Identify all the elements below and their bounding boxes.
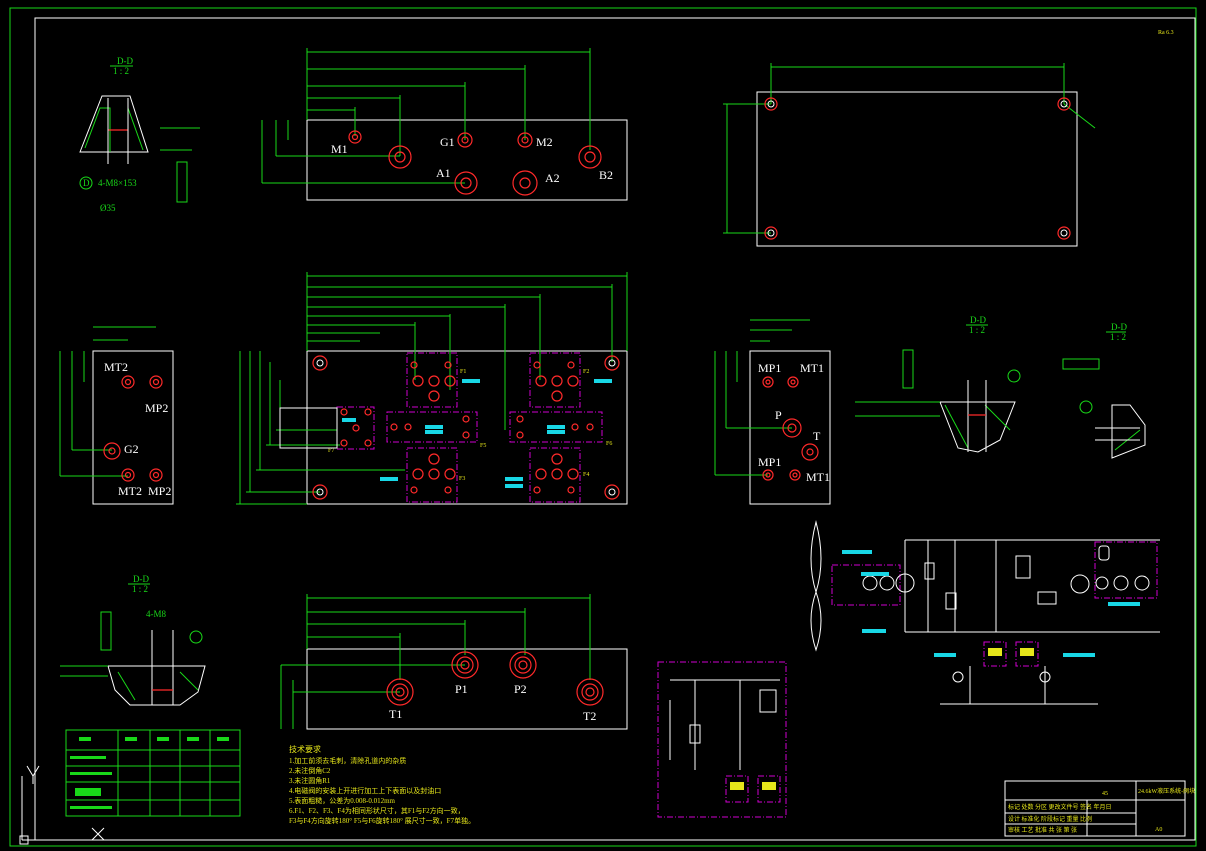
port-mt1-a: MT1 <box>800 361 824 375</box>
ucs-icon <box>19 765 105 845</box>
port-g1: G1 <box>440 135 455 149</box>
port-p2: P2 <box>514 682 527 696</box>
valve-f6: F6 <box>606 441 612 447</box>
section-title-2: D-D <box>970 315 986 325</box>
view-bottom-plate: T1 P1 P2 T2 <box>280 594 628 730</box>
port-p1: P1 <box>455 682 468 696</box>
title-row1: 标记 处数 分区 更改文件号 签名 年月日 <box>1008 803 1112 811</box>
port-mp2-a: MP2 <box>145 401 168 415</box>
schematic-left <box>657 661 787 818</box>
notes-line: 5.表面粗糙，公差为0.008-0.012mm <box>289 796 396 805</box>
view-top-plate: M1 G1 M2 A1 A2 B2 <box>261 48 628 201</box>
section-scale-2: 1 : 2 <box>969 325 985 335</box>
view-right-plate: MP1 MT1 P T MP1 MT1 <box>714 319 831 505</box>
schematic-right <box>810 520 1160 705</box>
section-dd-far: D-D 1 : 2 <box>1062 322 1146 459</box>
section-title: D-D <box>117 56 133 66</box>
port-mp1-b: MP1 <box>758 455 781 469</box>
notes-line: F3与F4方向旋转180° F5与F6旋转180° 展尺寸一致，F7单独。 <box>289 816 475 825</box>
section-scale-3: 1 : 2 <box>1110 332 1126 342</box>
notes-line: 2.未注倒角C2 <box>289 766 331 775</box>
view-left-plate: MT2 MP2 G2 MT2 MP2 <box>59 326 174 505</box>
port-p: P <box>775 408 782 422</box>
port-mp2-b: MP2 <box>148 484 171 498</box>
valve-f7: F7 <box>328 448 334 454</box>
view-main-block: F1 F2 F3 F4 F5 F6 <box>236 272 628 505</box>
valve-f3: F3 <box>459 476 465 482</box>
tol-note: 4-M8×153 <box>98 178 137 188</box>
port-t1: T1 <box>389 707 402 721</box>
section-title-4: D-D <box>133 574 149 584</box>
section-dd-top: D-D 1 : 2 D 4-M8×153 Ø35 <box>79 56 200 213</box>
title-block: 24.6kW液压系统-阀块 45 标记 处数 分区 更改文件号 签名 年月日 设… <box>1004 780 1195 837</box>
notes-heading: 技术要求 <box>289 744 321 754</box>
valve-f4: F4 <box>583 472 589 478</box>
port-mp1-a: MP1 <box>758 361 781 375</box>
svg-text:D: D <box>83 178 90 188</box>
valve-f2: F2 <box>583 369 589 375</box>
section-title-3: D-D <box>1111 322 1127 332</box>
section-dd-right: D-D 1 : 2 <box>855 315 1021 453</box>
port-t: T <box>813 429 821 443</box>
port-t2: T2 <box>583 709 596 723</box>
section-scale: 1 : 2 <box>113 66 129 76</box>
bottom-note: 4-M8 <box>146 609 166 619</box>
section-dd-bottom: D-D 1 : 2 4-M8 <box>60 574 206 706</box>
inner-border <box>34 17 1196 841</box>
outer-border <box>9 7 1197 847</box>
valve-f1: F1 <box>460 369 466 375</box>
port-a1: A1 <box>436 166 451 180</box>
hole-table <box>65 729 241 817</box>
notes-line: 1.加工前须去毛刺，清除孔道内的杂质 <box>289 756 406 765</box>
valve-f5: F5 <box>480 443 486 449</box>
port-b2: B2 <box>599 168 613 182</box>
roughness-mark: Ra 6.3 <box>1158 30 1174 36</box>
dia-note: Ø35 <box>100 203 116 213</box>
port-mt2-b: MT2 <box>118 484 142 498</box>
notes-line: 6.F1、F2、F3、F4为相同形状尺寸，其F1与F2方向一致， <box>289 806 465 815</box>
view-top-right-plate <box>723 63 1096 247</box>
port-mt1-b: MT1 <box>806 470 830 484</box>
title-row2: 设计 标准化 阶段标记 重量 比例 <box>1008 815 1092 823</box>
title-sheet: 45 <box>1102 791 1108 797</box>
title-name: 24.6kW液压系统-阀块 <box>1138 787 1195 795</box>
notes-line: 3.未注圆角R1 <box>289 776 331 785</box>
notes-line: 4.电磁阀的安装上开进行加工上下表面以及封油口 <box>289 786 441 795</box>
technical-notes: 技术要求 1.加工前须去毛刺，清除孔道内的杂质 2.未注倒角C2 3.未注圆角R… <box>289 744 475 825</box>
port-m2: M2 <box>536 135 553 149</box>
port-mt2-a: MT2 <box>104 360 128 374</box>
port-g2: G2 <box>124 442 139 456</box>
section-scale-4: 1 : 2 <box>132 584 148 594</box>
port-a2: A2 <box>545 171 560 185</box>
title-row3: 审核 工艺 批准 共 张 第 张 <box>1008 826 1077 834</box>
port-m1: M1 <box>331 142 348 156</box>
title-page: A0 <box>1155 827 1162 833</box>
